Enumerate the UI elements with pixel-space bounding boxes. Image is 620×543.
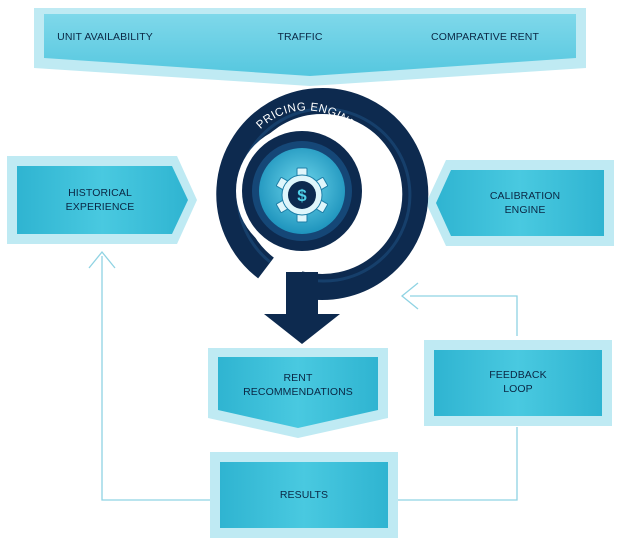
rent-label-line1: RENT bbox=[283, 372, 313, 384]
historical-label-line1: HISTORICAL bbox=[68, 187, 132, 199]
historical-arrowhead bbox=[88, 250, 116, 269]
banner-item-comparative-rent: COMPARATIVE RENT bbox=[431, 31, 539, 43]
feedback-arrowhead bbox=[400, 282, 419, 310]
dollar-symbol: $ bbox=[297, 186, 307, 205]
results-to-feedback-line bbox=[398, 427, 518, 501]
calibration-engine-box bbox=[426, 160, 614, 246]
results-box bbox=[210, 452, 398, 538]
connector-lines bbox=[88, 250, 518, 501]
banner-item-traffic: TRAFFIC bbox=[277, 31, 323, 43]
rent-recommendations-label: RENT RECOMMENDATIONS bbox=[218, 371, 378, 399]
engine-ring bbox=[216, 87, 429, 300]
pricing-engine: $ PRICING ENGINE bbox=[216, 87, 429, 344]
gear-icon: $ bbox=[275, 167, 329, 223]
calibration-label-line1: CALIBRATION bbox=[489, 190, 561, 202]
feedback-loop-box bbox=[424, 340, 612, 426]
feedback-loop-label: FEEDBACK LOOP bbox=[434, 368, 602, 396]
feedback-label-line2: LOOP bbox=[503, 383, 533, 395]
results-label: RESULTS bbox=[279, 489, 329, 501]
rent-recommendations-box bbox=[208, 348, 388, 438]
top-banner bbox=[34, 8, 586, 86]
historical-experience-label: HISTORICAL EXPERIENCE bbox=[30, 186, 170, 214]
calibration-label-line2: ENGINE bbox=[504, 204, 546, 216]
feedback-label-line1: FEEDBACK bbox=[489, 369, 547, 381]
historical-label-line2: EXPERIENCE bbox=[65, 201, 135, 213]
results-to-historical-line bbox=[101, 256, 210, 501]
calibration-engine-label: CALIBRATION ENGINE bbox=[450, 189, 600, 217]
feedback-to-engine-line bbox=[410, 295, 518, 336]
historical-experience-box bbox=[7, 156, 197, 244]
engine-down-arrow bbox=[264, 314, 340, 344]
rent-label-line2: RECOMMENDATIONS bbox=[243, 386, 353, 398]
banner-item-unit-availability: UNIT AVAILABILITY bbox=[57, 31, 153, 43]
